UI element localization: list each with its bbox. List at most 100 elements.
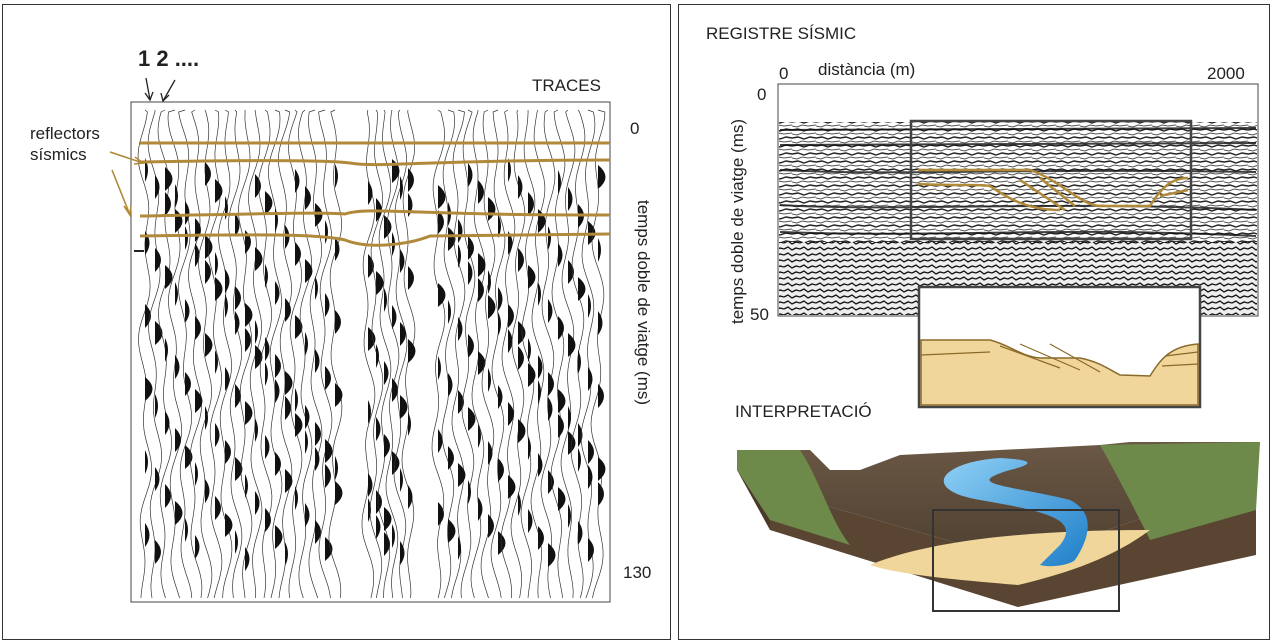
trace-lobe [478, 278, 484, 302]
seismic-record-upper [779, 122, 1257, 242]
trace-lobe [458, 390, 464, 414]
trace-lobe [588, 367, 593, 391]
reflector-label-arrows [109, 151, 146, 218]
trace-lobe [438, 185, 446, 209]
trace-lobe [295, 413, 303, 437]
trace-lobe [175, 355, 180, 379]
trace-lobe [400, 541, 405, 565]
trace-lobe [255, 320, 258, 344]
distance-axis-label: distància (m) [818, 60, 916, 79]
trace-lobe [225, 440, 231, 464]
trace-lobe [285, 396, 291, 420]
seismic-trace [137, 109, 152, 599]
seismic-trace [178, 109, 193, 599]
trace-lobe [458, 317, 463, 341]
trace-lobe [400, 468, 403, 492]
trace-lobe [195, 316, 201, 340]
trace-number-arrows [144, 77, 176, 103]
trace-lobe [265, 264, 268, 288]
trace-lobe [588, 538, 594, 562]
trace-lobe [568, 406, 571, 430]
trace-numbers: 1 2 .... [138, 46, 200, 71]
trace-lobe [215, 423, 220, 447]
seismic-trace [238, 109, 253, 599]
trace-lobe [205, 333, 213, 357]
trace-lobe [558, 487, 566, 511]
time-tick-0-right: 0 [757, 85, 767, 104]
trace-lobe [478, 424, 481, 448]
seismic-trace [460, 109, 476, 599]
trace-lobe [578, 448, 581, 472]
trace-lobe [518, 346, 524, 370]
trace-lobe [384, 215, 392, 239]
trace-lobe [392, 378, 398, 402]
block-diagram [737, 442, 1260, 612]
trace-lobe [255, 491, 260, 515]
trace-lobe [538, 355, 543, 379]
trace-lobe [448, 227, 456, 251]
block-interpretation-box [932, 509, 1120, 612]
trace-lobe [478, 180, 484, 204]
trace-lobe [438, 210, 444, 234]
trace-lobe [145, 377, 153, 401]
trace-lobe [488, 295, 496, 319]
seismic-trace [318, 109, 333, 599]
trace-lobe [518, 419, 526, 443]
seismic-trace [198, 109, 213, 599]
time-tick-130: 130 [623, 563, 652, 582]
trace-lobe [245, 303, 253, 327]
trace-lobe [255, 174, 261, 198]
reflectors-label-line2: sísmics [30, 145, 87, 164]
trace-lobe [285, 542, 288, 566]
trace-lobe [205, 260, 211, 284]
seismic-trace [520, 109, 536, 599]
trace-lobe [325, 366, 331, 390]
trace-lobe [215, 496, 221, 520]
trace-lobe [195, 462, 198, 486]
trace-lobe [145, 450, 148, 474]
trace-lobe [335, 481, 343, 505]
trace-lobe [285, 298, 291, 322]
trace-lobe [468, 334, 474, 358]
trace-lobe [568, 333, 576, 357]
trace-lobe [376, 344, 379, 368]
trace-lobe [185, 226, 188, 250]
trace-lobe [498, 385, 503, 409]
trace-lobe [315, 520, 321, 544]
trace-lobe [528, 436, 531, 460]
trace-lobe [558, 414, 564, 438]
time-tick-0: 0 [630, 119, 640, 138]
trace-lobe [315, 422, 321, 446]
trace-lobe [325, 439, 333, 463]
trace-lobe [538, 526, 544, 550]
trace-lobe [285, 469, 293, 493]
trace-lobe [368, 400, 371, 424]
trace-lobe [165, 484, 171, 508]
trace-lobe [498, 287, 503, 311]
trace-lobe [225, 367, 230, 391]
trace-lobe [548, 226, 551, 250]
trace-lobe [185, 299, 190, 323]
trace-lobe [335, 237, 340, 261]
seismic-trace [385, 109, 400, 599]
trace-lobe [165, 411, 170, 435]
trace-lobe [195, 535, 200, 559]
trace-lobe [275, 452, 281, 476]
trace-lobe [578, 277, 586, 301]
trace-lobe [215, 179, 223, 203]
trace-lobe [335, 456, 338, 480]
seismic-trace [268, 109, 283, 599]
trace-lobe [488, 514, 494, 538]
trace-lobe [325, 293, 330, 317]
trace-lobe [335, 383, 343, 407]
trace-lobe [205, 406, 208, 430]
trace-lobe [478, 497, 483, 521]
trace-lobe [498, 531, 506, 555]
seismic-interpreted-reflectors [917, 168, 1189, 212]
trace-lobe [265, 191, 273, 215]
trace-lobe [245, 547, 250, 571]
trace-lobe [384, 507, 392, 531]
trace-lobe [368, 327, 376, 351]
trace-lobe [376, 515, 381, 539]
